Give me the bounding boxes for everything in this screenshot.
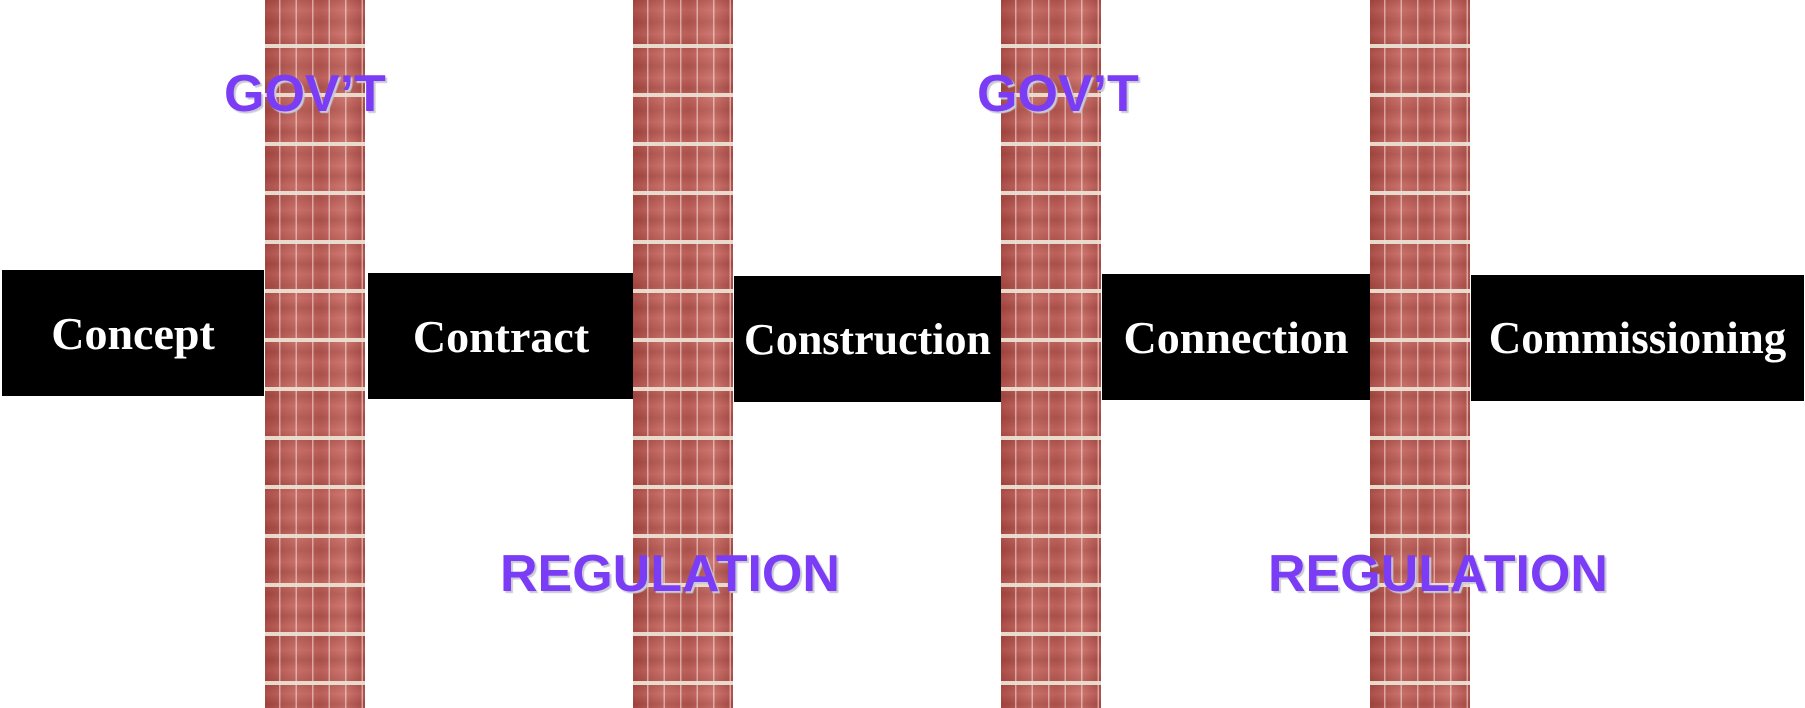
regulation-label-1: REGULATION xyxy=(500,545,840,603)
stage-construction-label: Construction xyxy=(744,314,991,364)
stage-connection: Connection xyxy=(1102,274,1370,400)
brick-wall-3 xyxy=(1001,0,1101,708)
brick-wall-2 xyxy=(633,0,733,708)
stage-contract: Contract xyxy=(368,273,634,399)
regulation-label-2: REGULATION xyxy=(1268,545,1608,603)
stage-contract-label: Contract xyxy=(412,310,590,362)
govt-label-1: GOV’T xyxy=(224,65,386,123)
stage-commissioning: Commissioning xyxy=(1471,275,1804,401)
govt-label-2: GOV’T xyxy=(977,65,1139,123)
stage-connection-label: Connection xyxy=(1123,311,1349,363)
stage-concept-label: Concept xyxy=(51,307,215,359)
brick-wall-1 xyxy=(265,0,365,708)
stage-commissioning-label: Commissioning xyxy=(1488,313,1787,363)
stage-construction: Construction xyxy=(734,276,1001,402)
stage-concept: Concept xyxy=(2,270,264,396)
brick-wall-4 xyxy=(1370,0,1470,708)
